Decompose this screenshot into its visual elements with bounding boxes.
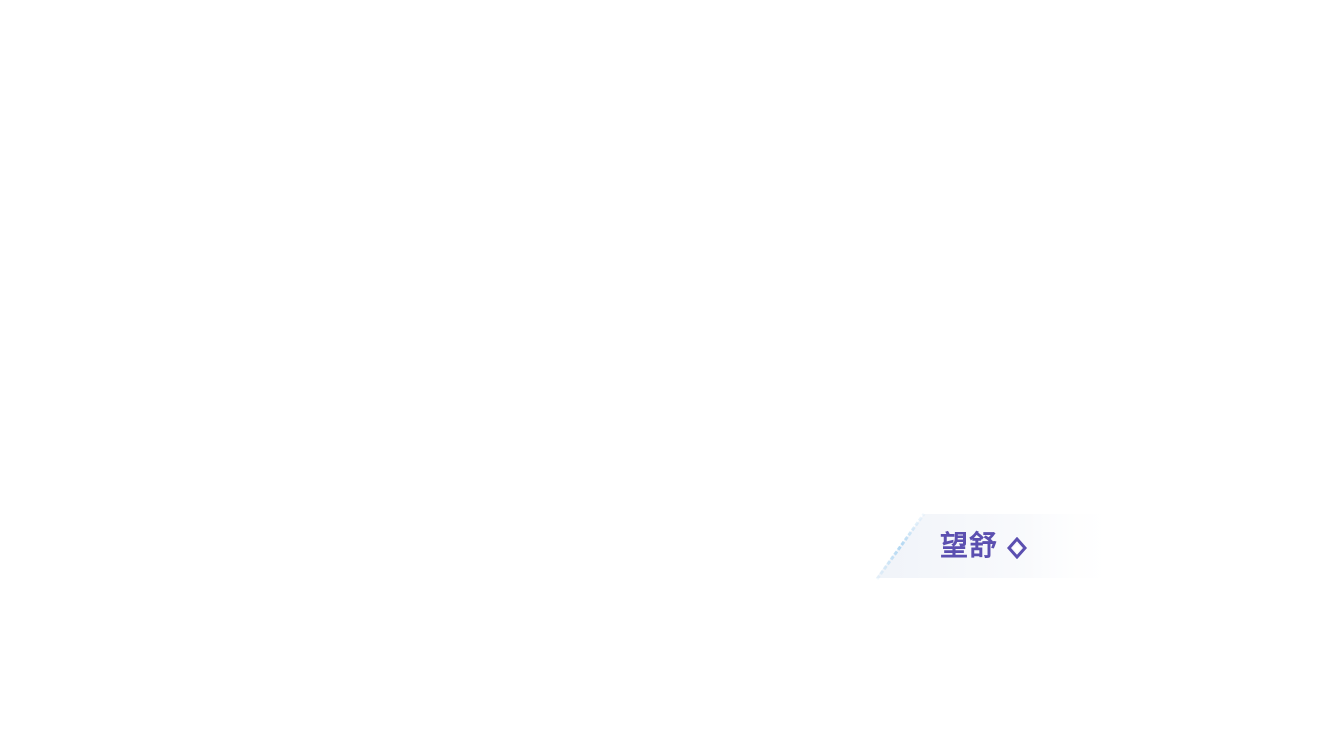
speaker-name-plate: 望舒 [872, 512, 1122, 582]
speaker-name: 望舒 [940, 529, 999, 562]
diamond-outline-icon [1006, 537, 1028, 559]
name-plate-background [875, 513, 1122, 580]
